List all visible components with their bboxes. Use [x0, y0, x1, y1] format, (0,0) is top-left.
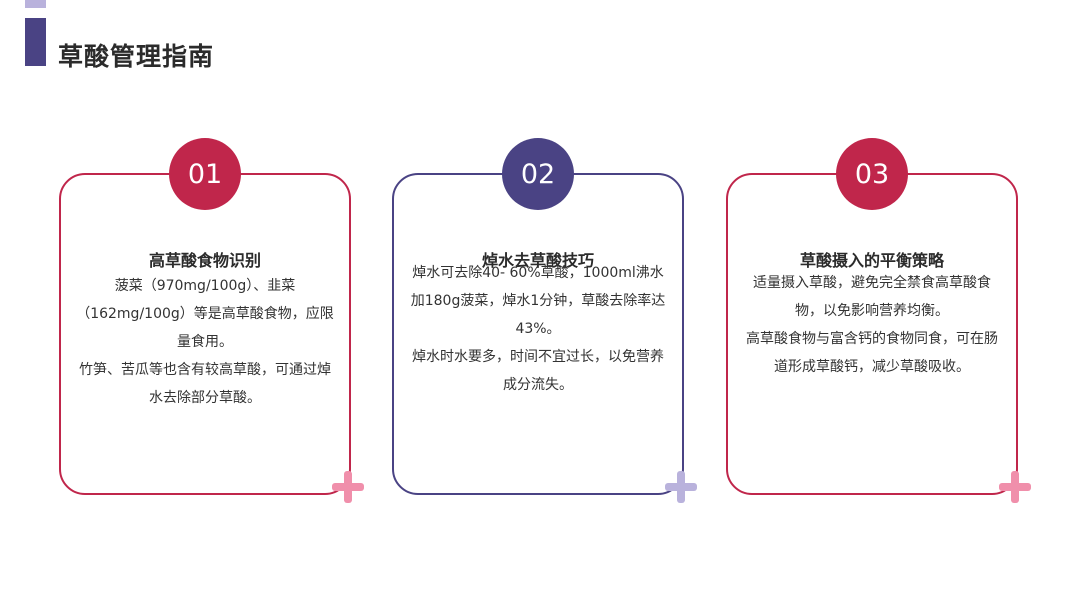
card-paragraph: 焯水时水要多，时间不宜过长，以免营养成分流失。	[412, 349, 664, 393]
card-paragraph: 菠菜（970mg/100g）、韭菜（162mg/100g）等是高草酸食物，应限量…	[76, 278, 334, 350]
card-body: 焯水可去除40- 60%草酸，1000ml沸水加180g菠菜，焯水1分钟，草酸去…	[406, 259, 670, 399]
card-number-badge: 01	[169, 138, 241, 210]
card-paragraph: 高草酸食物与富含钙的食物同食，可在肠道形成草酸钙，减少草酸吸收。	[746, 331, 998, 375]
card-blanching-tips: 02 焯水去草酸技巧 焯水可去除40- 60%草酸，1000ml沸水加180g菠…	[392, 138, 697, 503]
card-paragraph: 适量摄入草酸，避免完全禁食高草酸食物，以免影响营养均衡。	[753, 275, 991, 319]
card-title: 高草酸食物识别	[148, 251, 261, 270]
card-paragraph: 竹笋、苦瓜等也含有较高草酸，可通过焯水去除部分草酸。	[79, 362, 331, 406]
card-number-badge: 03	[836, 138, 908, 210]
page-title: 草酸管理指南	[58, 42, 215, 71]
card-title: 焯水去草酸技巧	[481, 251, 594, 270]
card-balance-strategy: 03 草酸摄入的平衡策略 适量摄入草酸，避免完全禁食高草酸食物，以免影响营养均衡…	[726, 138, 1031, 503]
plus-icon	[332, 471, 364, 503]
header-accent-bar-light	[25, 0, 46, 8]
plus-icon	[999, 471, 1031, 503]
card-body: 适量摄入草酸，避免完全禁食高草酸食物，以免影响营养均衡。 高草酸食物与富含钙的食…	[740, 269, 1004, 381]
plus-icon	[665, 471, 697, 503]
card-number-badge: 02	[502, 138, 574, 210]
header-accent-bar-dark	[25, 18, 46, 66]
card-high-oxalate-foods: 01 高草酸食物识别 菠菜（970mg/100g）、韭菜（162mg/100g）…	[59, 138, 364, 503]
card-title: 草酸摄入的平衡策略	[799, 251, 944, 270]
card-paragraph: 焯水可去除40- 60%草酸，1000ml沸水加180g菠菜，焯水1分钟，草酸去…	[410, 265, 666, 337]
card-body: 菠菜（970mg/100g）、韭菜（162mg/100g）等是高草酸食物，应限量…	[73, 272, 337, 412]
